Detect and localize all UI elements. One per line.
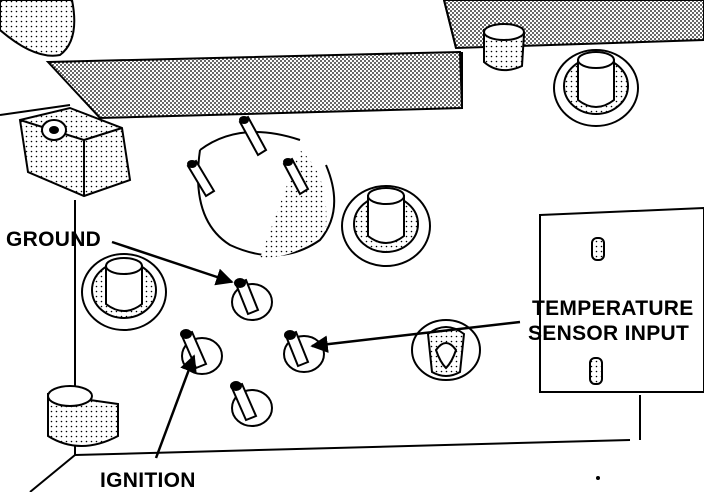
center-knob — [341, 185, 431, 267]
left-knob — [81, 253, 167, 331]
sensor-knob — [411, 319, 481, 381]
shaded-shelf — [45, 50, 464, 138]
temperature-sensor-terminal — [283, 330, 325, 373]
ground-label: GROUND — [6, 228, 101, 251]
housing-screw-bottom — [589, 357, 603, 385]
top-right-post — [483, 23, 526, 72]
connector-pin-middle — [238, 115, 268, 157]
upper-left-cylinder — [0, 0, 76, 57]
leader-lines — [111, 240, 521, 459]
ignition-terminal — [180, 329, 223, 375]
sensor-housing — [539, 206, 704, 393]
housing-screw-top — [591, 237, 605, 261]
ignition-leader — [154, 354, 197, 459]
top-right-knob — [553, 49, 639, 127]
ground-terminal — [231, 278, 273, 321]
connector-pin-right — [282, 157, 310, 196]
temperature-leader — [310, 320, 521, 353]
temperature-label-line1: TEMPERATURE — [532, 297, 694, 320]
connector-pin-left — [186, 159, 216, 198]
lower-left-post — [47, 385, 119, 447]
circular-connector — [186, 115, 336, 258]
temperature-label-line2: SENSOR INPUT — [528, 322, 689, 345]
mounting-bracket — [18, 106, 132, 198]
ignition-label: IGNITION — [100, 469, 196, 492]
ground-leader — [111, 240, 234, 286]
small-dot — [596, 476, 600, 480]
lower-terminal — [230, 381, 273, 427]
